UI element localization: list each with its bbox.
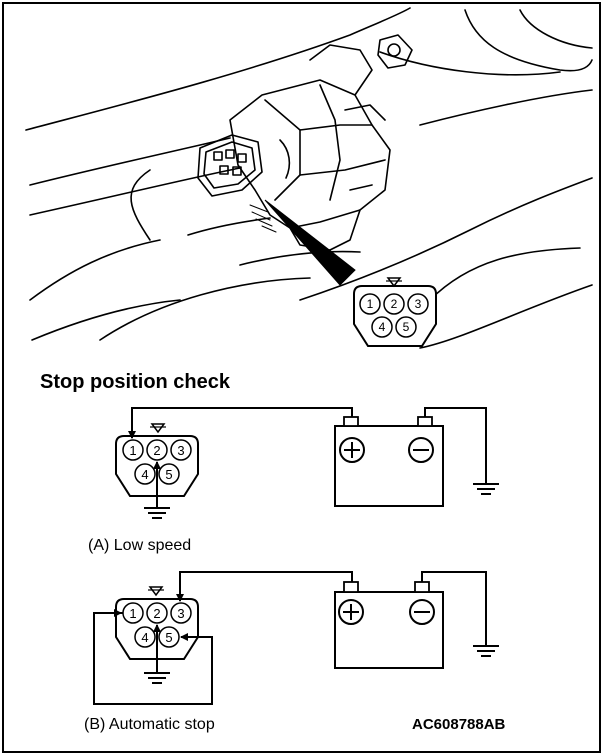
pin-label: 1 xyxy=(129,443,136,458)
page-title: Stop position check xyxy=(40,371,231,393)
connector-key-marker xyxy=(386,277,402,288)
scenario-a-circuit: 1 2 3 4 5 xyxy=(115,407,499,519)
pin-4 xyxy=(134,463,156,485)
pin-2 xyxy=(383,293,405,315)
pin-3 xyxy=(170,602,192,624)
figure-frame xyxy=(2,2,601,753)
connector-detail-top: 1 2 3 4 5 xyxy=(353,277,437,347)
wire-jumper-pin1-pin5 xyxy=(93,612,213,705)
pin-label: 3 xyxy=(177,443,184,458)
pin-1 xyxy=(122,439,144,461)
pin-label: 4 xyxy=(141,630,148,645)
scenario-b-label: (B) Automatic stop xyxy=(84,716,215,733)
pin-5 xyxy=(158,626,180,648)
pin-3 xyxy=(407,293,429,315)
pin-label: 5 xyxy=(165,630,172,645)
pin-2 xyxy=(146,602,168,624)
wire-positive-to-pin1 xyxy=(128,407,353,439)
pin-label: 5 xyxy=(403,320,410,334)
connector-key-marker xyxy=(148,586,164,597)
pin-label: 2 xyxy=(153,606,160,621)
pin-2 xyxy=(146,439,168,461)
pin-label: 1 xyxy=(129,606,136,621)
wire-negative-to-ground xyxy=(424,407,487,484)
battery-a xyxy=(334,416,444,507)
pin-3 xyxy=(170,439,192,461)
pin-label: 4 xyxy=(379,320,386,334)
pin-5 xyxy=(158,463,180,485)
scenario-a-label: (A) Low speed xyxy=(88,537,191,554)
pin-label: 5 xyxy=(165,467,172,482)
pin-1 xyxy=(359,293,381,315)
pin-label: 3 xyxy=(415,297,422,311)
battery-b xyxy=(334,581,444,669)
pin-label: 3 xyxy=(177,606,184,621)
scenario-b-circuit: 1 2 3 4 5 xyxy=(93,571,499,705)
pin-label: 2 xyxy=(391,297,398,311)
pin-label: 1 xyxy=(367,297,374,311)
wire-positive-to-pin3 xyxy=(176,571,353,602)
pin-label: 2 xyxy=(153,443,160,458)
pin-4 xyxy=(371,316,393,338)
figure-code: AC608788AB xyxy=(412,716,506,733)
connector-key-marker xyxy=(150,423,166,434)
callout-pointer xyxy=(264,199,356,286)
pin-5 xyxy=(395,316,417,338)
pin-label: 4 xyxy=(141,467,148,482)
pin-4 xyxy=(134,626,156,648)
wire-negative-to-ground xyxy=(421,571,487,646)
engine-illustration xyxy=(25,7,593,349)
